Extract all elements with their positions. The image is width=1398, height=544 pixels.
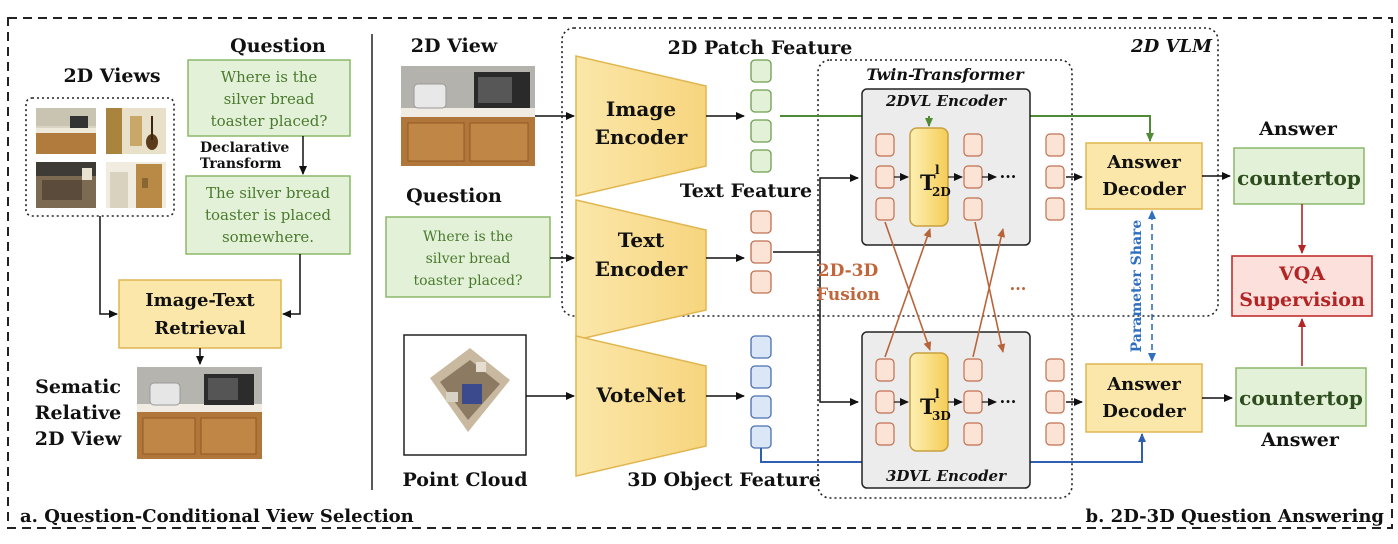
output-line2: Relative xyxy=(35,402,122,424)
view-thumb-doors xyxy=(106,162,166,208)
view-thumb-living-room xyxy=(36,162,96,208)
decoder-top-line2: Decoder xyxy=(1102,179,1186,200)
text-feature-label: Text Feature xyxy=(680,180,812,202)
question-box-b xyxy=(385,216,551,298)
encoder-3d-input-tokens xyxy=(875,358,895,446)
text-feature-tokens xyxy=(750,210,772,294)
fusion-line2: Fusion xyxy=(816,285,880,305)
encoder-3d-output-tokens xyxy=(1045,358,1065,446)
t2d-sup: l xyxy=(935,163,940,177)
encoder-2d-mid-tokens xyxy=(963,133,983,221)
answer-decoder-top xyxy=(1085,142,1203,210)
question-a-line1: Where is the xyxy=(221,68,318,86)
answer-bottom-box xyxy=(1235,367,1367,427)
t3d-sup: l xyxy=(935,387,940,401)
output-line1: Sematic xyxy=(35,376,121,398)
t2d-symbol: T xyxy=(920,170,936,195)
point-cloud-title: Point Cloud xyxy=(403,469,528,491)
views-thumbnails xyxy=(25,97,175,217)
question-b-line3: toaster placed? xyxy=(413,273,522,289)
question-a-line3: toaster placed? xyxy=(211,112,328,130)
declarative-line3: somewhere. xyxy=(222,228,314,246)
vlm-region xyxy=(561,27,1219,317)
question-title-a: Question xyxy=(230,35,326,57)
parameter-share-label: Parameter Share xyxy=(1129,220,1145,353)
question-b-line2: silver bread xyxy=(426,251,511,267)
caption-a: a. Question-Conditional View Selection xyxy=(20,506,414,527)
answer-bottom-title: Answer xyxy=(1260,429,1340,451)
declarative-line2: toaster is placed xyxy=(205,206,331,224)
object-feature-tokens xyxy=(750,335,772,449)
t3d-symbol: T xyxy=(920,394,936,419)
encoder-2d-dots: ··· xyxy=(1000,167,1017,186)
fusion-dots: ··· xyxy=(1010,279,1027,298)
retrieval-line2: Retrieval xyxy=(154,318,246,339)
answer-top-title: Answer xyxy=(1258,118,1338,140)
t3d-sub: 3D xyxy=(932,409,951,423)
encoder-3d-dots: ··· xyxy=(1000,392,1017,411)
text-encoder-line1: Text xyxy=(618,228,665,252)
question-b-line1: Where is the xyxy=(423,229,513,245)
answer-top-box xyxy=(1233,147,1365,205)
view-image-b xyxy=(401,66,535,166)
vqa-line2: Supervision xyxy=(1239,289,1365,311)
image-encoder-line1: Image xyxy=(606,97,676,121)
vqa-supervision-box xyxy=(1231,255,1373,317)
outer-frame xyxy=(7,17,1393,529)
text-encoder-line2: Encoder xyxy=(595,257,688,281)
question-a-line2: silver bread xyxy=(224,90,315,108)
caption-b: b. 2D-3D Question Answering xyxy=(1086,506,1385,527)
point-cloud-image xyxy=(403,334,527,456)
answer-decoder-bottom xyxy=(1085,363,1203,433)
twin-label: Twin-Transformer xyxy=(866,65,1025,84)
text-encoder xyxy=(575,199,707,341)
transform-label-line2: Transform xyxy=(200,156,282,172)
selected-view-image xyxy=(137,367,262,459)
declarative-line1: The silver bread xyxy=(206,184,330,202)
vqa-line1: VQA xyxy=(1278,263,1325,285)
fusion-arrows xyxy=(884,221,1006,358)
twin-region xyxy=(817,59,1073,499)
question-title-b: Question xyxy=(406,185,502,207)
encoder-3d-mid-tokens xyxy=(963,358,983,446)
retrieval-line1: Image-Text xyxy=(145,290,255,311)
patch-feature-tokens xyxy=(750,59,772,173)
question-box-a xyxy=(187,59,351,137)
views-title: 2D Views xyxy=(63,65,160,87)
declarative-to-retrieval-arrow xyxy=(282,254,301,318)
transform-label-line1: Declarative xyxy=(200,140,289,156)
patch-feature-label: 2D Patch Feature xyxy=(668,37,853,59)
decoder-bottom-line2: Decoder xyxy=(1102,401,1186,422)
text-to-2d-encoder-arrow xyxy=(773,174,859,253)
output-line3: 2D View xyxy=(35,428,122,450)
t2d-sub: 2D xyxy=(932,185,951,199)
view-thumb-kitchen xyxy=(36,108,96,154)
encoder-2d-label: 2DVL Encoder xyxy=(885,92,1007,110)
votenet-encoder xyxy=(575,335,707,477)
image-encoder xyxy=(575,55,707,197)
retrieval-box xyxy=(118,279,282,349)
decoder-bottom-line1: Answer xyxy=(1106,374,1181,395)
declarative-box xyxy=(185,175,351,255)
views-to-retrieval-arrow xyxy=(99,216,118,318)
encoder-3d-label: 3DVL Encoder xyxy=(886,467,1007,485)
fusion-line1: 2D-3D xyxy=(818,261,879,281)
image-encoder-line2: Encoder xyxy=(595,125,688,149)
answer-top-value: countertop xyxy=(1237,166,1361,190)
encoder-2d-output-tokens xyxy=(1045,133,1065,221)
view-title-b: 2D View xyxy=(411,35,498,57)
object-feature-label: 3D Object Feature xyxy=(627,469,821,491)
answer-bottom-value: countertop xyxy=(1239,386,1363,410)
vlm-label: 2D VLM xyxy=(1130,36,1213,57)
text-to-3d-encoder-arrow xyxy=(819,252,859,406)
decoder-top-line1: Answer xyxy=(1106,152,1181,173)
view-thumb-hallway xyxy=(106,108,166,154)
votenet-label: VoteNet xyxy=(595,383,686,407)
encoder-2d-input-tokens xyxy=(875,133,895,221)
